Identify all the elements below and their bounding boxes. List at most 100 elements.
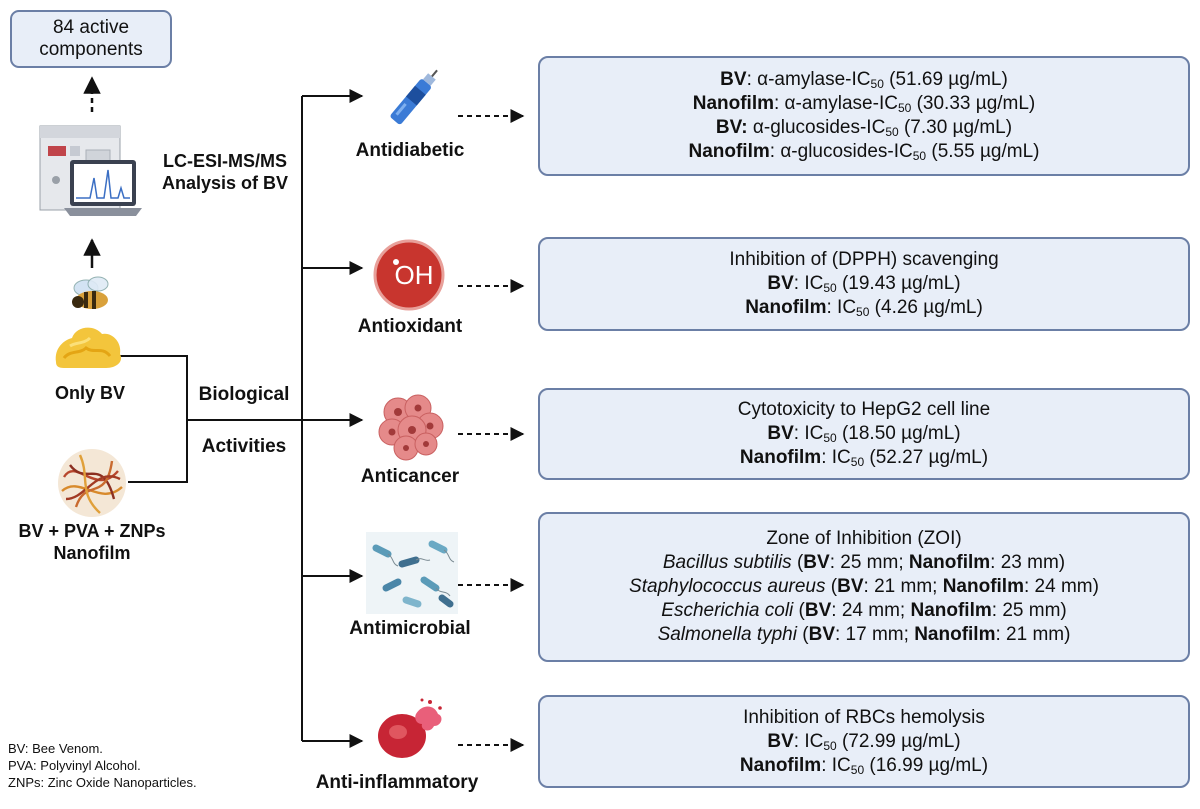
label-antiinflammatory: Anti-inflammatory	[315, 772, 479, 793]
result-line-segment: 50	[870, 77, 884, 91]
result-line-segment: BV	[837, 576, 864, 597]
result-line-segment: (5.55 µg/mL)	[926, 141, 1040, 162]
result-line-segment: Inhibition of (DPPH) scavenging	[729, 249, 999, 270]
nanofilm-label-line1: BV + PVA + ZNPs	[18, 521, 166, 541]
result-line-segment: Cytotoxicity to HepG2 cell line	[737, 399, 991, 420]
result-line-segment: BV	[720, 69, 747, 90]
result-line-segment: α-glucosides-IC	[747, 117, 886, 138]
result-line: BV: IC50 (72.99 µg/mL)	[767, 730, 960, 754]
result-line-segment: Nanofilm	[908, 552, 991, 573]
footnote-znps: ZNPs: Zinc Oxide Nanoparticles.	[8, 775, 197, 790]
result-line-segment: : 17 mm;	[835, 624, 915, 645]
result-line-segment: BV	[803, 552, 830, 573]
cancer-cell-cluster-icon	[378, 394, 444, 461]
result-line-segment: Inhibition of RBCs hemolysis	[743, 706, 985, 728]
label-antimicrobial: Antimicrobial	[349, 618, 471, 639]
nanofilm-label: BV + PVA + ZNPs Nanofilm	[0, 520, 184, 564]
result-line-segment: BV	[804, 600, 832, 621]
result-line: Staphylococcus aureus (BV: 21 mm; Nanofi…	[629, 575, 1099, 599]
result-line-segment: : IC	[826, 297, 857, 318]
bee-venom-powder-icon	[55, 327, 122, 368]
result-line-segment: Nanofilm	[910, 600, 992, 621]
result-line-segment: BV	[808, 624, 835, 645]
sample-bracket	[118, 355, 188, 483]
result-line-segment: Nanofilm	[688, 141, 770, 162]
result-line-segment: 50	[885, 125, 899, 139]
result-line-segment: (18.50 µg/mL)	[836, 423, 961, 444]
nanofilm-fiber-icon	[58, 449, 126, 517]
result-line: Nanofilm: IC50 (4.26 µg/mL)	[745, 296, 983, 320]
result-line: Bacillus subtilis (BV: 25 mm; Nanofilm: …	[663, 551, 1065, 575]
result-line-segment: : α-amylase-IC	[746, 69, 871, 90]
result-line-segment: BV	[767, 273, 794, 294]
label-antidiabetic: Antidiabetic	[355, 140, 465, 161]
result-line-segment: (51.69 µg/mL)	[883, 69, 1008, 90]
components-box-text: 84 active components	[39, 17, 143, 60]
result-line-segment: (16.99 µg/mL)	[864, 754, 989, 776]
result-line-segment: Zone of Inhibition (ZOI)	[766, 528, 962, 549]
label-anticancer: Anticancer	[360, 466, 460, 487]
result-line-segment: : 21 mm)	[995, 624, 1071, 645]
result-line-segment: : IC	[821, 447, 851, 468]
result-line-segment: : α-amylase-IC	[774, 93, 898, 114]
result-line-segment: : IC	[793, 273, 824, 294]
nanofilm-label-line2: Nanofilm	[53, 543, 131, 563]
result-line-segment: : α-glucosides-IC	[769, 141, 913, 162]
only-bv-label: Only BV	[54, 383, 125, 403]
result-line-segment: : 25 mm;	[829, 552, 909, 573]
result-line-segment: 50	[850, 455, 865, 469]
result-line-segment: (	[793, 600, 805, 621]
result-line-segment: Nanofilm	[692, 93, 774, 114]
result-line-segment: BV	[767, 730, 794, 752]
hydroxyl-radical-text: OH	[395, 260, 434, 290]
analysis-label: LC-ESI-MS/MS Analysis of BV	[161, 151, 289, 193]
result-line-segment: BV:	[715, 117, 748, 138]
result-line-segment: : IC	[793, 730, 824, 752]
result-line: Zone of Inhibition (ZOI)	[766, 527, 961, 551]
label-antioxidant: Antioxidant	[357, 316, 463, 337]
result-line-segment: 50	[850, 762, 865, 777]
result-line-segment: : 23 mm)	[990, 552, 1066, 573]
result-line-segment: (	[796, 624, 809, 645]
result-line-segment: : IC	[821, 754, 851, 776]
result-line: Nanofilm: IC50 (16.99 µg/mL)	[740, 754, 988, 778]
result-line-segment: 50	[912, 149, 927, 163]
result-line-segment: (4.26 µg/mL)	[869, 297, 983, 318]
footnote-bv: BV: Bee Venom.	[8, 741, 103, 756]
result-line: BV: IC50 (19.43 µg/mL)	[767, 272, 960, 296]
result-line-segment: : 25 mm)	[991, 600, 1067, 621]
red-blood-cell-icon	[378, 698, 442, 758]
result-line: BV: α-amylase-IC50 (51.69 µg/mL)	[720, 68, 1008, 92]
result-line: Escherichia coli (BV: 24 mm; Nanofilm: 2…	[661, 599, 1066, 623]
result-box-antidiabetic: BV: α-amylase-IC50 (51.69 µg/mL)Nanofilm…	[538, 56, 1190, 176]
result-line-segment: (52.27 µg/mL)	[864, 447, 989, 468]
result-line: Inhibition of (DPPH) scavenging	[729, 248, 998, 272]
result-line: Nanofilm: α-glucosides-IC50 (5.55 µg/mL)	[688, 140, 1039, 164]
bee-icon	[72, 276, 109, 309]
result-line-segment: : 24 mm)	[1023, 576, 1099, 597]
result-line-segment: : IC	[793, 423, 824, 444]
result-line-segment: Nanofilm	[942, 576, 1024, 597]
result-line-segment: Nanofilm	[739, 754, 822, 776]
result-line-segment: Staphylococcus aureus	[629, 576, 826, 597]
result-line-segment: (	[791, 552, 804, 573]
branch-label-line2: Activities	[201, 436, 287, 457]
hydroxyl-radical-icon: OH	[373, 239, 445, 311]
result-line-segment: (	[825, 576, 838, 597]
branch-label-line1: Biological	[198, 384, 290, 405]
result-line: Cytotoxicity to HepG2 cell line	[738, 398, 990, 422]
result-line-segment: 50	[856, 305, 870, 319]
footnote-pva: PVA: Polyvinyl Alcohol.	[8, 758, 141, 773]
result-line: Inhibition of RBCs hemolysis	[743, 706, 985, 730]
result-line-segment: (19.43 µg/mL)	[836, 273, 961, 294]
result-line-segment: Bacillus subtilis	[662, 552, 792, 573]
result-box-antimicrobial: Zone of Inhibition (ZOI)Bacillus subtili…	[538, 512, 1190, 662]
result-line-segment: 50	[823, 431, 837, 445]
result-line-segment: 50	[897, 101, 912, 115]
result-line: BV: α-glucosides-IC50 (7.30 µg/mL)	[716, 116, 1012, 140]
result-line: Nanofilm: α-amylase-IC50 (30.33 µg/mL)	[693, 92, 1036, 116]
result-line: Salmonella typhi (BV: 17 mm; Nanofilm: 2…	[658, 623, 1071, 647]
components-box: 84 active components	[10, 10, 172, 68]
